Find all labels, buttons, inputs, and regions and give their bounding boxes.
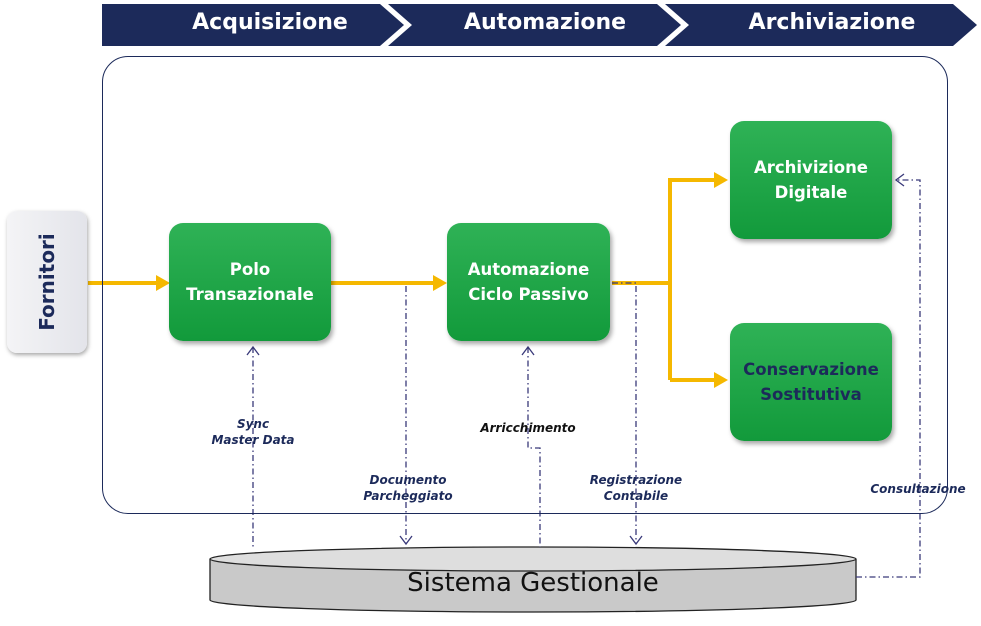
database-cylinder (209, 546, 857, 613)
stage-chevron-automazione (388, 4, 681, 46)
sistema-gestionale-label: Sistema Gestionale (407, 568, 659, 598)
integration-arrowheads (246, 173, 905, 546)
stage-archiviazione: Archiviazione (748, 10, 916, 35)
automazione-ciclo-passivo-box: Automazione Ciclo Passivo (447, 223, 610, 341)
sync-master-data-label: Sync Master Data (211, 417, 295, 447)
process-frame (102, 56, 948, 514)
polo-transazionale-box: Polo Transazionale (169, 223, 331, 341)
registrazione-contabile-label: Registrazione Contabile (589, 473, 683, 503)
arricchimento-label: Arricchimento (480, 421, 576, 435)
stage-chevron-archiviazione (665, 4, 977, 46)
conservazione-sostitutiva-box: Conservazione Sostitutiva (730, 323, 892, 441)
documento-parcheggiato-label: Documento Parcheggiato (363, 473, 453, 503)
fornitori-box: Fornitori (7, 211, 87, 353)
stage-chevron-acquisizione (102, 4, 404, 46)
stage-acquisizione: Acquisizione (192, 10, 348, 35)
consultazione-label: Consultazione (870, 482, 966, 496)
archiviazione-digitale-box: Archivizione Digitale (730, 121, 892, 239)
fornitori-label: Fornitori (35, 233, 59, 331)
flow-arrowheads (156, 172, 728, 388)
stage-automazione: Automazione (463, 10, 627, 35)
